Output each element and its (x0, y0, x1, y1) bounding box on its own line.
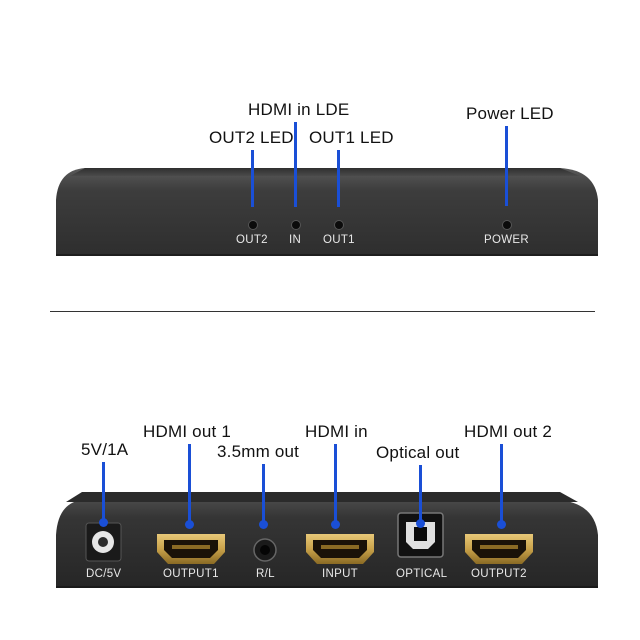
hdmi-in-pointer (334, 444, 337, 524)
hdmi-out-2-pointer (500, 444, 503, 524)
front-device-body (56, 168, 598, 256)
hdmi-output1-port (157, 534, 225, 564)
power-led (503, 221, 511, 229)
power-led-pointer (505, 126, 508, 206)
out1-led (335, 221, 343, 229)
in-silkscreen: IN (289, 234, 302, 246)
hdmi-in-led-callout: HDMI in LDE (248, 100, 350, 119)
out2-led-callout: OUT2 LED (209, 128, 294, 147)
input-silkscreen: INPUT (322, 568, 358, 580)
hdmi-output2-port (465, 534, 533, 564)
dc-power-jack (85, 522, 122, 562)
power-input-pointer-dot (99, 518, 108, 527)
optical-silkscreen: OPTICAL (396, 568, 448, 580)
hdmi-out-2-pointer-dot (497, 520, 506, 529)
output1-silkscreen: OUTPUT1 (163, 568, 219, 580)
out1-silkscreen: OUT1 (323, 234, 355, 246)
audio-out-pointer (262, 464, 265, 524)
optical-out-pointer-dot (416, 519, 425, 528)
optical-out-pointer (419, 465, 422, 523)
output2-silkscreen: OUTPUT2 (471, 568, 527, 580)
hdmi-in-led-pointer (294, 122, 297, 207)
hdmi-input-port (306, 534, 374, 564)
out1-led-callout: OUT1 LED (309, 128, 394, 147)
out2-silkscreen: OUT2 (236, 234, 268, 246)
power-input-pointer (102, 462, 105, 522)
dc-silkscreen: DC/5V (86, 568, 122, 580)
audio-out-callout: 3.5mm out (217, 442, 300, 461)
in-led (292, 221, 300, 229)
section-divider (50, 311, 595, 312)
optical-toslink-port (397, 512, 444, 558)
hdmi-out-1-callout: HDMI out 1 (143, 422, 231, 441)
audio-3-5mm-jack (253, 538, 277, 562)
hdmi-in-pointer-dot (331, 520, 340, 529)
out2-led (249, 221, 257, 229)
power-input-callout: 5V/1A (81, 440, 129, 459)
hdmi-out-1-pointer-dot (185, 520, 194, 529)
power-led-callout: Power LED (466, 104, 554, 123)
power-silkscreen: POWER (484, 234, 529, 246)
out2-led-pointer (251, 150, 254, 207)
optical-out-callout: Optical out (376, 443, 460, 462)
hdmi-out-2-callout: HDMI out 2 (464, 422, 552, 441)
hdmi-out-1-pointer (188, 444, 191, 524)
out1-led-pointer (337, 150, 340, 207)
hdmi-in-callout: HDMI in (305, 422, 368, 441)
rl-silkscreen: R/L (256, 568, 275, 580)
audio-out-pointer-dot (259, 520, 268, 529)
